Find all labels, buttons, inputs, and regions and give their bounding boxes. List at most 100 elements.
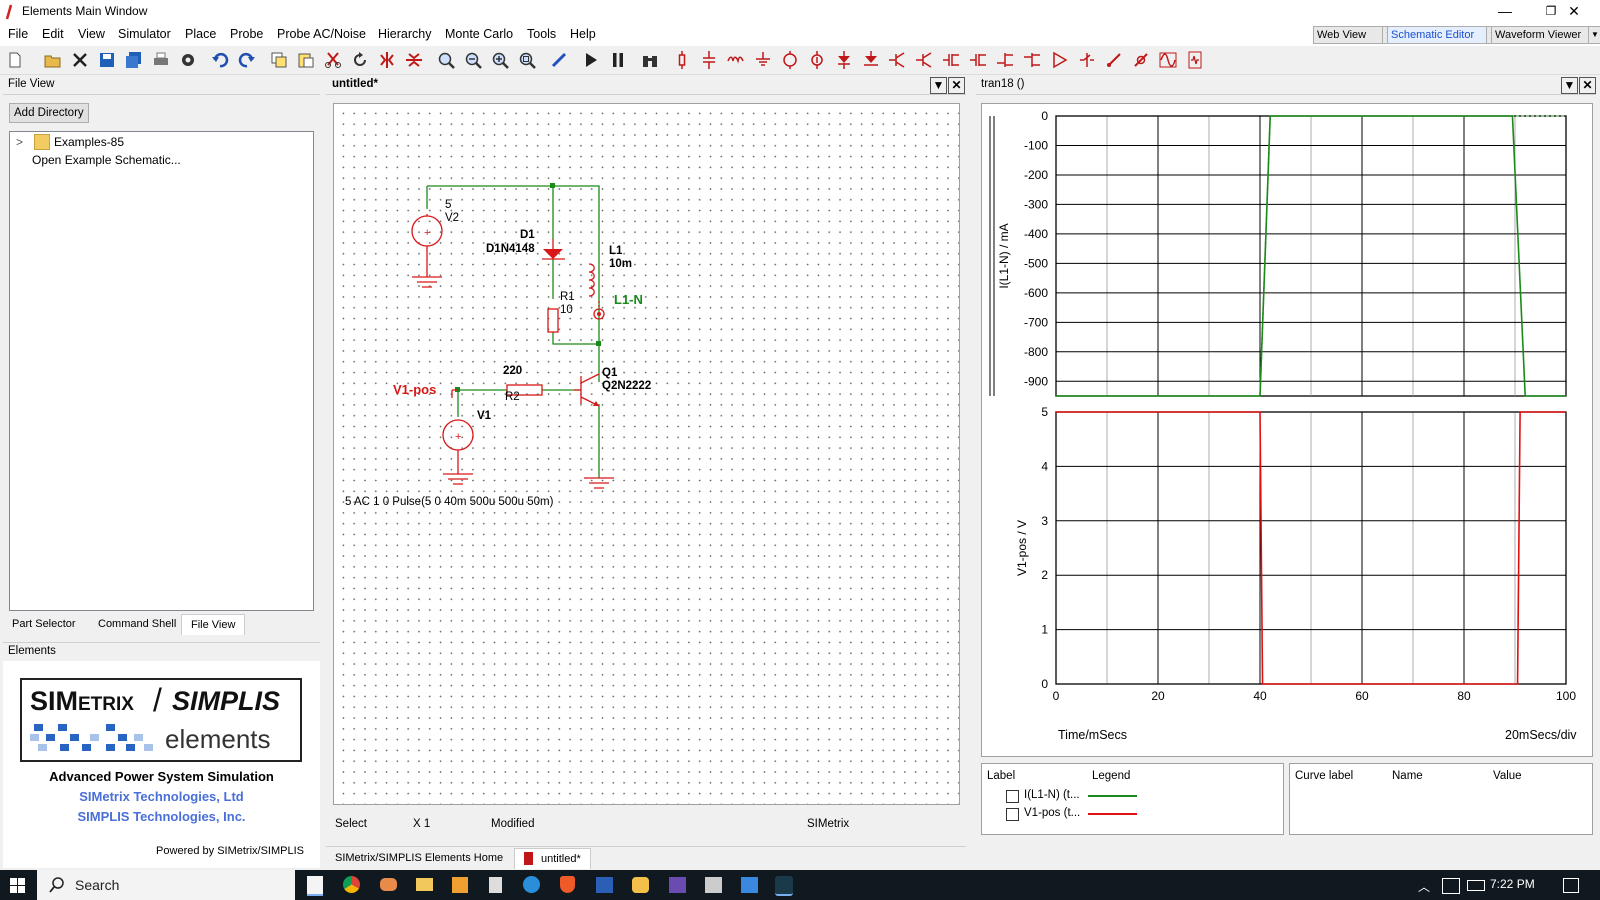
copy-icon[interactable] (270, 51, 288, 69)
menu-hierarchy[interactable]: Hierarchy (378, 27, 432, 41)
capacitor-icon[interactable] (700, 51, 718, 69)
probe-v1-pos-label[interactable]: V1-pos (393, 382, 437, 397)
run-icon[interactable] (582, 51, 600, 69)
save-all-icon[interactable] (125, 51, 143, 69)
voltage-source-icon[interactable] (781, 51, 799, 69)
web-view-selector[interactable]: Web View▼ (1313, 26, 1396, 44)
pause-icon[interactable] (609, 51, 627, 69)
undo-icon[interactable] (211, 51, 229, 69)
npn-icon[interactable] (889, 51, 907, 69)
pnp-icon[interactable] (916, 51, 934, 69)
close-icon[interactable]: ✕ (948, 77, 965, 94)
chevron-down-icon[interactable]: ▼ (1588, 26, 1600, 44)
tree-item-examples[interactable]: Examples-85 (54, 135, 125, 149)
network-icon[interactable] (1442, 878, 1460, 894)
close-icon[interactable]: ✕ (1579, 77, 1596, 94)
switch-icon[interactable] (1078, 51, 1096, 69)
menu-place[interactable]: Place (185, 27, 217, 41)
paste-icon[interactable] (297, 51, 315, 69)
tab-elements-home[interactable]: SIMetrix/SIMPLIS Elements Home (335, 852, 504, 864)
notes-icon[interactable] (632, 877, 649, 893)
simetrix-taskbar-icon[interactable] (307, 876, 323, 896)
clock-time[interactable]: 7:22 PM (1490, 877, 1535, 891)
menu-probe-ac-noise[interactable]: Probe AC/Noise (277, 27, 366, 41)
notifications-icon[interactable] (1563, 878, 1579, 893)
draw-wire-icon[interactable] (550, 51, 568, 69)
chevron-down-icon[interactable]: ▼ (930, 77, 947, 94)
minimize-button[interactable]: — (1498, 3, 1512, 19)
open-folder-icon[interactable] (44, 51, 62, 69)
menu-simulator[interactable]: Simulator (118, 27, 171, 41)
maximize-button[interactable]: ❐ (1545, 4, 1557, 18)
voltage-probe-icon[interactable] (1105, 51, 1123, 69)
inductor-icon[interactable] (727, 51, 745, 69)
probe-l1-n-label[interactable]: L1-N (614, 292, 643, 307)
binoculars-icon[interactable] (641, 51, 659, 69)
zener-icon[interactable] (862, 51, 880, 69)
app-icon[interactable] (380, 878, 397, 891)
legend-checkbox[interactable] (1006, 790, 1019, 803)
app4-icon[interactable] (741, 877, 758, 893)
brave-icon[interactable] (560, 876, 575, 893)
app5-icon[interactable] (775, 876, 793, 896)
zoom-out-icon[interactable] (464, 51, 482, 69)
pjfet-icon[interactable] (1024, 51, 1042, 69)
waveform-icon[interactable] (1159, 51, 1177, 69)
file-explorer-icon[interactable] (416, 878, 433, 891)
waveform-viewer-selector[interactable]: Waveform Viewer▼ (1491, 26, 1600, 44)
schematic-editor-selector[interactable]: Schematic Editor▼ (1387, 26, 1500, 44)
chevron-up-icon[interactable]: ︿ (1418, 880, 1431, 894)
mirror-icon[interactable] (378, 51, 396, 69)
new-icon[interactable] (6, 51, 24, 69)
redo-icon[interactable] (238, 51, 256, 69)
menu-file[interactable]: File (8, 27, 29, 41)
zoom-fit-icon[interactable] (437, 51, 455, 69)
word-icon[interactable] (596, 877, 613, 893)
opamp-icon[interactable] (1051, 51, 1069, 69)
resistor-icon[interactable] (673, 51, 691, 69)
chevron-right-icon[interactable]: > (16, 135, 24, 149)
app3-icon[interactable] (705, 877, 722, 893)
gear-icon[interactable] (179, 51, 197, 69)
close-file-icon[interactable] (71, 51, 89, 69)
close-button[interactable]: ✕ (1568, 3, 1580, 19)
chevron-down-icon[interactable]: ▼ (1561, 77, 1578, 94)
current-probe-icon[interactable] (1132, 51, 1150, 69)
menu-help[interactable]: Help (570, 27, 596, 41)
menu-tools[interactable]: Tools (527, 27, 557, 41)
windows-start-icon[interactable] (10, 878, 25, 893)
chrome-icon[interactable] (343, 876, 360, 893)
menu-edit[interactable]: Edit (42, 27, 64, 41)
app2-icon[interactable] (669, 877, 686, 893)
tree-item-open-example[interactable]: Open Example Schematic... (32, 153, 181, 167)
tab-part-selector[interactable]: Part Selector (12, 618, 76, 630)
njfet-icon[interactable] (997, 51, 1015, 69)
cut-icon[interactable] (324, 51, 342, 69)
menu-monte-carlo[interactable]: Monte Carlo (445, 27, 514, 41)
menu-view[interactable]: View (78, 27, 105, 41)
taskbar-search-box[interactable]: Search (37, 870, 295, 900)
save-icon[interactable] (98, 51, 116, 69)
flip-icon[interactable] (405, 51, 423, 69)
measure-icon[interactable] (1186, 51, 1204, 69)
legend-checkbox[interactable] (1006, 808, 1019, 821)
diode-icon[interactable] (835, 51, 853, 69)
rotate-icon[interactable] (351, 51, 369, 69)
add-directory-button[interactable]: Add Directory (9, 103, 89, 123)
edge-icon[interactable] (523, 876, 540, 893)
media-icon[interactable] (452, 877, 468, 893)
calculator-icon[interactable] (489, 877, 502, 893)
pmos-icon[interactable] (970, 51, 988, 69)
battery-icon[interactable] (1467, 880, 1485, 891)
ground-icon[interactable] (754, 51, 772, 69)
zoom-box-icon[interactable] (518, 51, 536, 69)
tab-command-shell[interactable]: Command Shell (98, 618, 177, 630)
schematic-canvas[interactable]: ++ 5 V2 D1 D1N4148 L1 10m L1-N R1 10 220… (333, 103, 960, 805)
zoom-in-icon[interactable] (491, 51, 509, 69)
tab-untitled[interactable]: untitled* (514, 848, 591, 869)
print-icon[interactable] (152, 51, 170, 69)
nmos-icon[interactable] (943, 51, 961, 69)
menu-probe[interactable]: Probe (230, 27, 264, 41)
current-source-icon[interactable] (808, 51, 826, 69)
